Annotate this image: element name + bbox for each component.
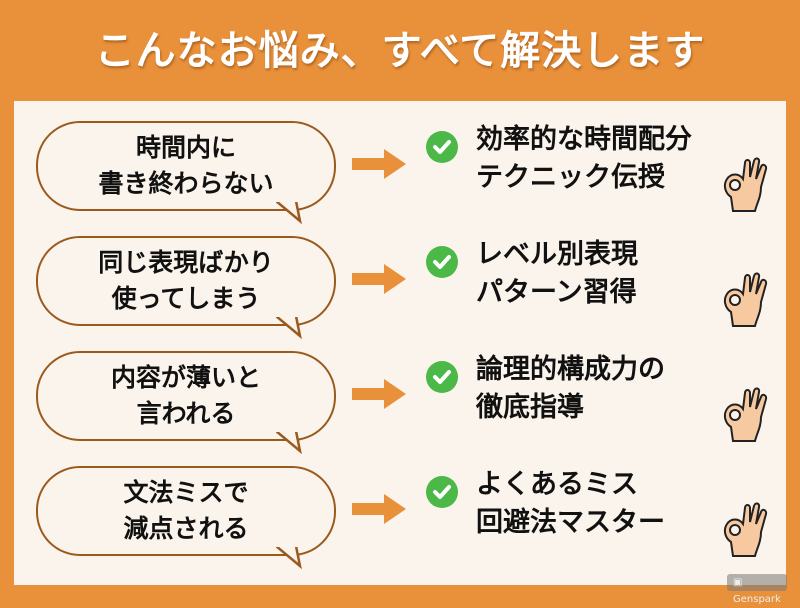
problem-solution-row: 文法ミスで 減点される よくあるミス 回避法マスター bbox=[14, 448, 786, 570]
solution-text: よくあるミス 回避法マスター bbox=[476, 466, 665, 542]
ok-hand-icon bbox=[719, 153, 769, 217]
check-circle-icon bbox=[426, 476, 458, 508]
arrow-right-icon bbox=[350, 147, 408, 185]
ok-hand-icon bbox=[719, 383, 769, 447]
solution-text: 効率的な時間配分 テクニック伝授 bbox=[476, 121, 692, 197]
problem-line: 文法ミスで bbox=[123, 478, 249, 507]
problem-line: 内容が薄いと bbox=[110, 363, 261, 392]
problem-bubble: 同じ表現ばかり 使ってしまう bbox=[36, 236, 336, 326]
solution-line: テクニック伝授 bbox=[476, 162, 665, 193]
solution-line: 徹底指導 bbox=[476, 392, 584, 423]
solution-text: 論理的構成力の 徹底指導 bbox=[476, 351, 665, 427]
solution-text: レベル別表現 パターン習得 bbox=[476, 236, 638, 312]
problem-bubble: 内容が薄いと 言われる bbox=[36, 351, 336, 441]
problem-line: 同じ表現ばかり bbox=[98, 248, 274, 277]
problem-line: 減点される bbox=[123, 514, 249, 543]
problem-solution-row: 時間内に 書き終わらない 効率的な時間配分 テクニック伝授 bbox=[14, 103, 786, 225]
solution-line: 効率的な時間配分 bbox=[476, 124, 692, 155]
problem-line: 書き終わらない bbox=[98, 169, 274, 198]
problem-bubble: 時間内に 書き終わらない bbox=[36, 121, 336, 211]
ok-hand-icon bbox=[719, 268, 769, 332]
arrow-right-icon bbox=[350, 492, 408, 530]
problem-line: 時間内に bbox=[135, 133, 236, 162]
solution-line: よくあるミス bbox=[476, 469, 638, 500]
solution-line: パターン習得 bbox=[476, 277, 637, 308]
problem-solution-row: 内容が薄いと 言われる 論理的構成力の 徹底指導 bbox=[14, 333, 786, 455]
check-circle-icon bbox=[426, 361, 458, 393]
solution-line: 論理的構成力の bbox=[476, 354, 665, 385]
content-panel: 時間内に 書き終わらない 効率的な時間配分 テクニック伝授 同じ表現ばかり 使っ… bbox=[14, 101, 786, 585]
arrow-right-icon bbox=[350, 262, 408, 300]
arrow-right-icon bbox=[350, 377, 408, 415]
watermark: ▣ Genspark bbox=[727, 574, 787, 605]
problem-line: 使ってしまう bbox=[111, 284, 261, 313]
solution-line: 回避法マスター bbox=[476, 507, 665, 538]
page-title: こんなお悩み、すべて解決します bbox=[94, 28, 706, 74]
ok-hand-icon bbox=[719, 498, 769, 562]
solution-line: レベル別表現 bbox=[476, 239, 638, 270]
problem-solution-row: 同じ表現ばかり 使ってしまう レベル別表現 パターン習得 bbox=[14, 218, 786, 340]
problem-line: 言われる bbox=[136, 399, 236, 428]
check-circle-icon bbox=[426, 131, 458, 163]
problem-bubble: 文法ミスで 減点される bbox=[36, 466, 336, 556]
check-circle-icon bbox=[426, 246, 458, 278]
